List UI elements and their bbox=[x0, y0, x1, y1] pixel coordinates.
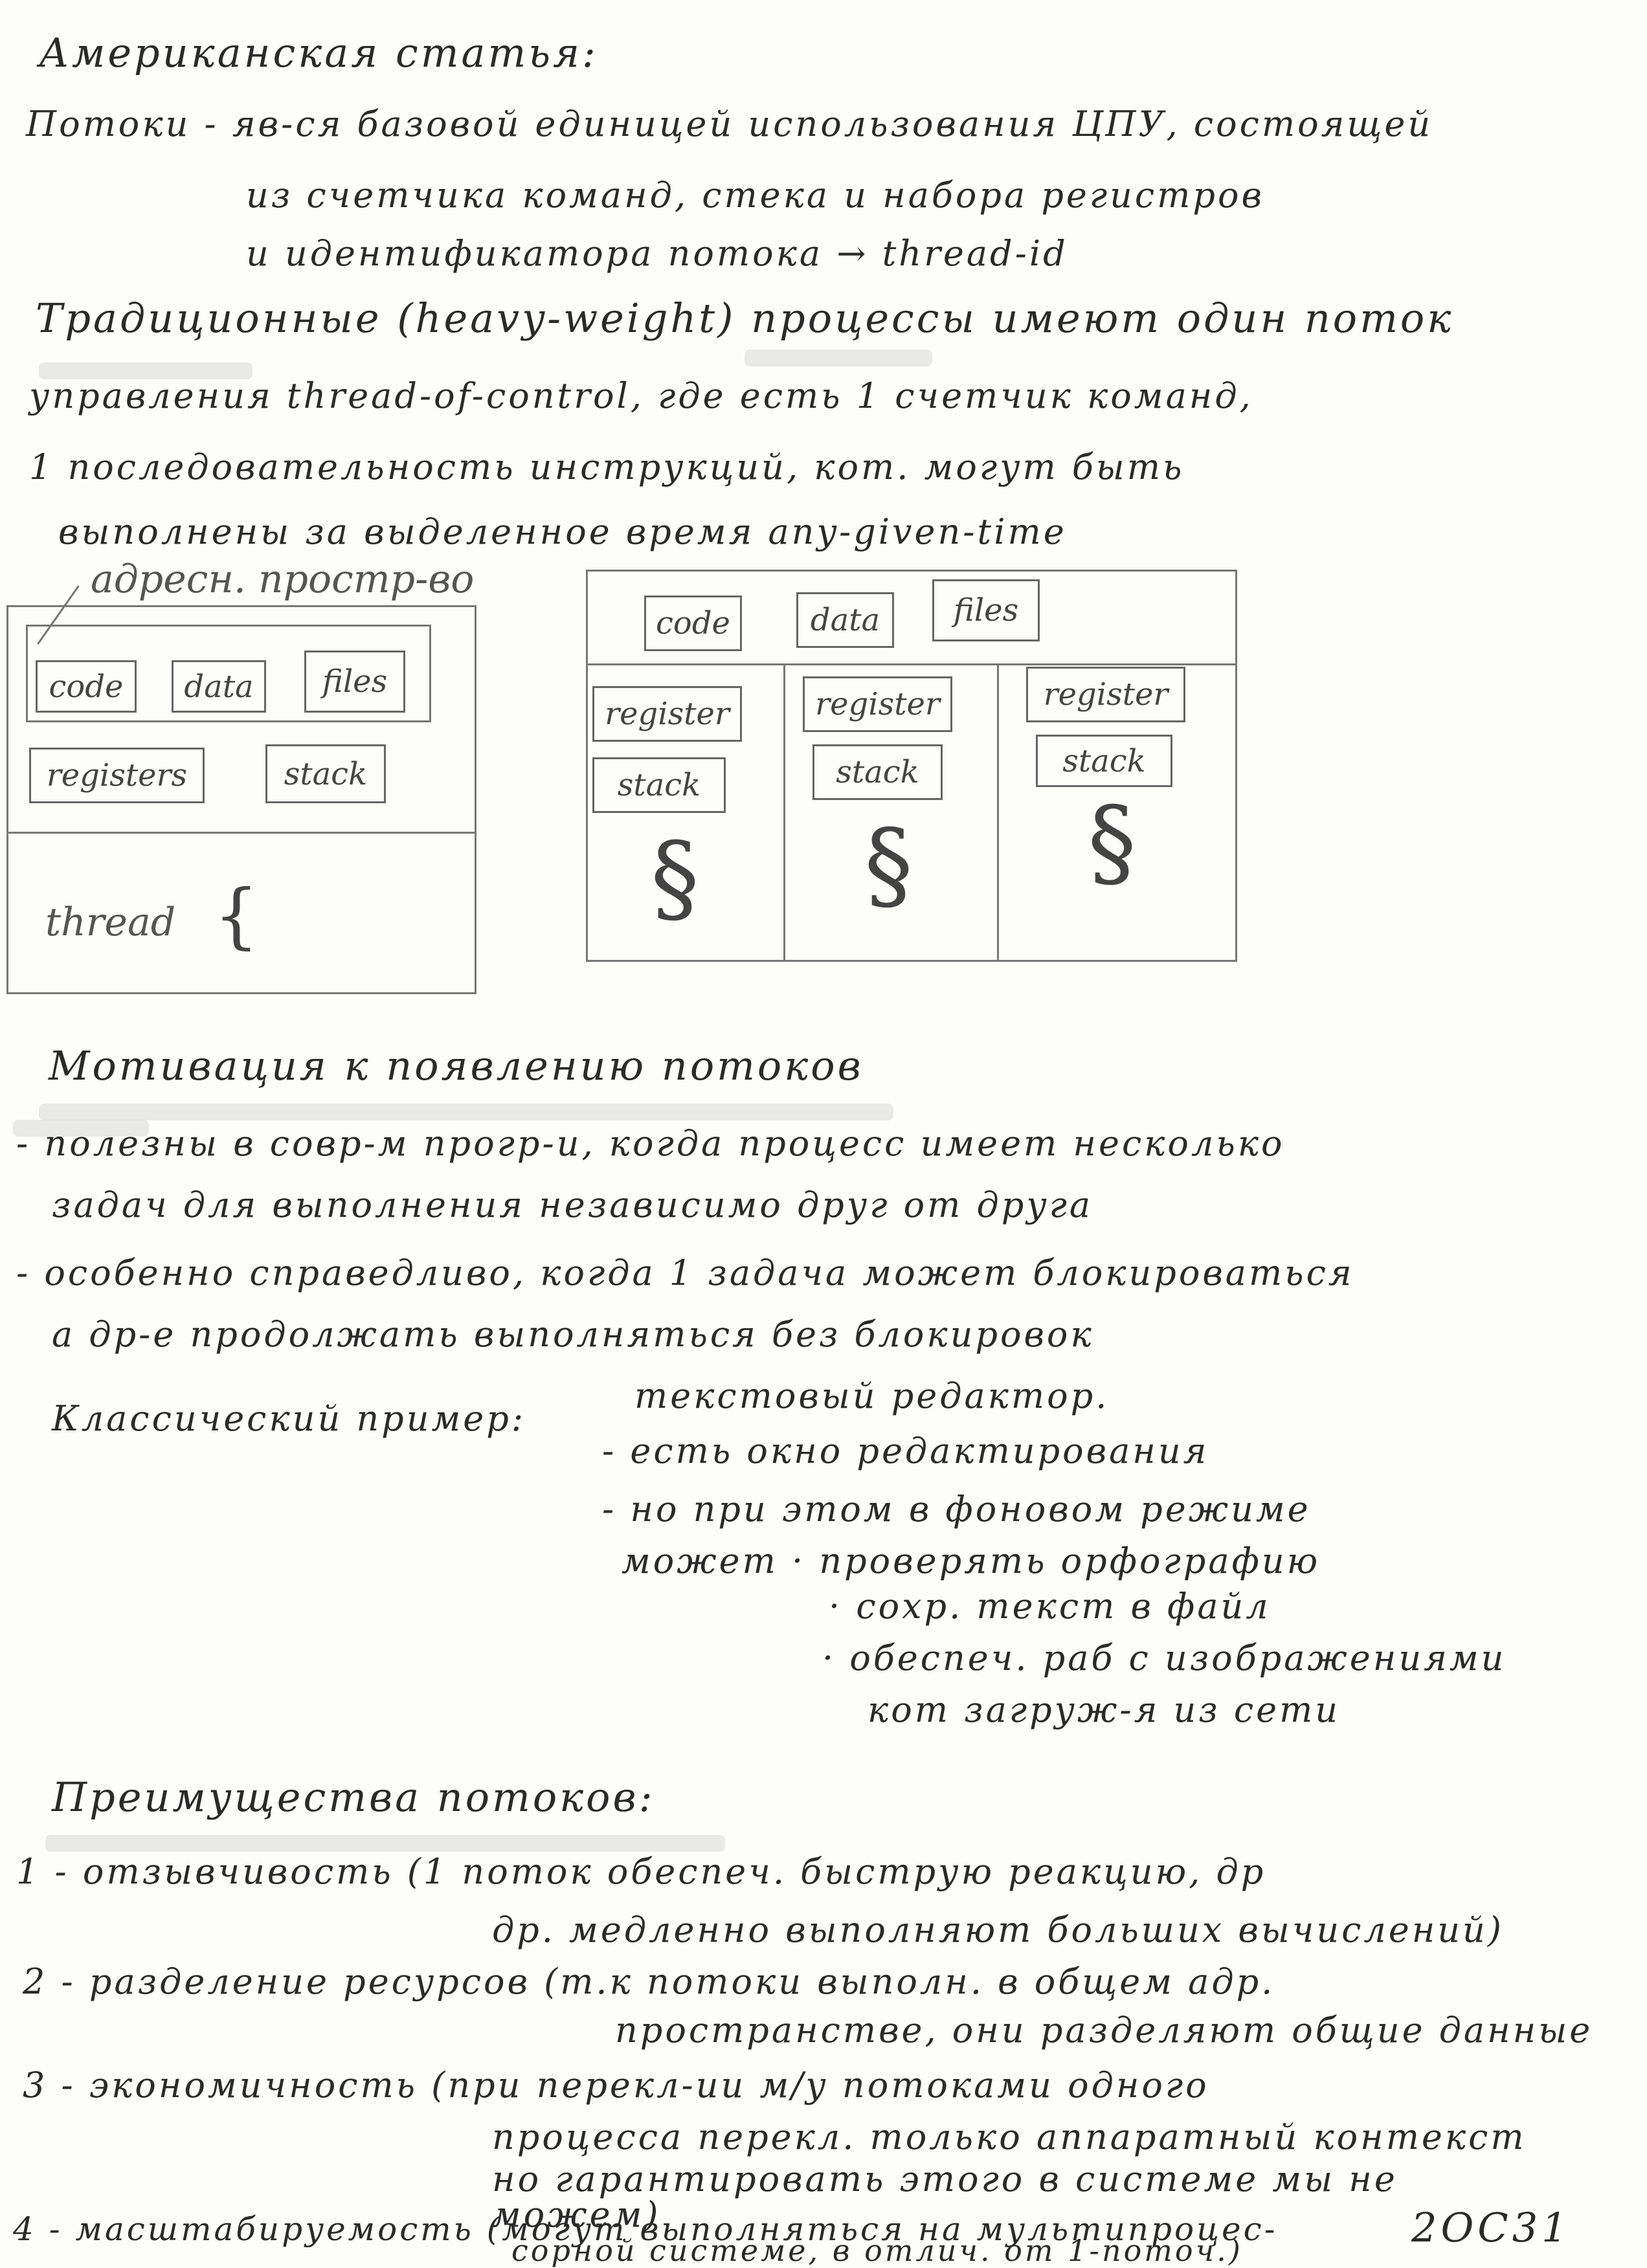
code-box: code bbox=[36, 660, 137, 713]
single-thread-process-diagram bbox=[6, 605, 476, 994]
thread-3-register-box: register bbox=[1026, 667, 1185, 722]
example-line-7: кот загруж-я из сети bbox=[868, 1689, 1341, 1730]
motivation-line-4: а др-е продолжать выполняться без блокир… bbox=[52, 1314, 1094, 1355]
motivation-line-1: - полезны в совр-м прогр-и, когда процес… bbox=[16, 1123, 1285, 1164]
advantage-2-cont: пространстве, они разделяют общие данные bbox=[615, 2010, 1593, 2051]
motivation-line-2: задач для выполнения независимо друг от … bbox=[52, 1184, 1093, 1225]
thread-3-stack-box: stack bbox=[1036, 735, 1172, 787]
traditional-line-4: выполнены за выделенное время any-given-… bbox=[58, 511, 1067, 552]
data-box: data bbox=[796, 592, 894, 648]
advantage-4-cont: сорной системе, в отлич. от 1-поточ.) bbox=[511, 2233, 1243, 2268]
advantage-3-cont-3: можем) bbox=[492, 2194, 661, 2235]
highlight-mark bbox=[39, 1104, 893, 1120]
example-line-1: текстовый редактор. bbox=[634, 1375, 1110, 1416]
advantage-3-cont-1: процесса перекл. только аппаратный конте… bbox=[492, 2117, 1527, 2157]
thread-2-register-box: register bbox=[803, 676, 952, 732]
highlight-mark bbox=[39, 362, 252, 379]
classic-example-label: Классический пример: bbox=[52, 1398, 526, 1439]
advantages-heading: Преимущества потоков: bbox=[52, 1773, 655, 1821]
thread-squiggle-icon: { bbox=[214, 874, 259, 957]
files-box: files bbox=[304, 650, 405, 713]
thread-1-stack-box: stack bbox=[592, 757, 726, 813]
page-number: 2ОС31 bbox=[1411, 2204, 1571, 2251]
motivation-line-3: - особенно справедливо, когда 1 задача м… bbox=[16, 1252, 1354, 1293]
traditional-line-3: 1 последовательность инструкций, кот. мо… bbox=[29, 447, 1185, 487]
advantage-1-cont: др. медленно выполняют больших вычислени… bbox=[492, 1909, 1504, 1950]
intro-line-1: Потоки - яв-ся базовой единицей использо… bbox=[26, 104, 1433, 144]
example-line-2: - есть окно редактирования bbox=[602, 1430, 1209, 1471]
thread-1-register-box: register bbox=[592, 686, 742, 742]
registers-box: registers bbox=[29, 748, 205, 803]
page-title: Американская статья: bbox=[39, 29, 598, 76]
intro-line-3: и идентификатора потока → thread-id bbox=[246, 233, 1068, 274]
data-box: data bbox=[172, 660, 266, 713]
thread-separator bbox=[997, 663, 999, 960]
advantage-3: 3 - экономичность (при перекл-ии м/у пот… bbox=[23, 2065, 1209, 2106]
divider bbox=[586, 663, 1235, 665]
example-line-5: · сохр. текст в файл bbox=[829, 1586, 1271, 1627]
shared-resources-frame bbox=[26, 625, 431, 722]
thread-1-squiggle-icon: § bbox=[651, 822, 699, 935]
example-line-3: - но при этом в фоновом режиме bbox=[602, 1489, 1311, 1529]
advantage-2: 2 - разделение ресурсов (т.к потоки выпо… bbox=[23, 1961, 1275, 2002]
multi-thread-process-diagram bbox=[586, 570, 1237, 962]
stack-box: stack bbox=[265, 744, 386, 803]
traditional-line-2: управления thread-of-control, где есть 1… bbox=[29, 375, 1253, 416]
code-box: code bbox=[644, 595, 742, 651]
divider bbox=[6, 832, 475, 834]
thread-3-squiggle-icon: § bbox=[1088, 786, 1136, 899]
advantage-1: 1 - отзывчивость (1 поток обеспеч. быстр… bbox=[16, 1851, 1266, 1892]
highlight-mark bbox=[745, 350, 932, 366]
intro-line-2: из счетчика команд, стека и набора регис… bbox=[246, 175, 1264, 216]
example-line-6: · обеспеч. раб с изображениями bbox=[822, 1638, 1507, 1678]
traditional-line-1: Традиционные (heavy-weight) процессы име… bbox=[36, 295, 1454, 342]
thread-2-stack-box: stack bbox=[812, 744, 943, 800]
example-line-4: может · проверять орфографию bbox=[622, 1540, 1321, 1581]
thread-2-squiggle-icon: § bbox=[864, 809, 913, 922]
advantage-4: 4 - масштабируемость (могут выполняться … bbox=[13, 2210, 1278, 2248]
files-box: files bbox=[932, 579, 1040, 641]
thread-separator bbox=[783, 663, 785, 960]
advantage-3-cont-2: но гарантировать этого в системе мы не bbox=[492, 2159, 1398, 2199]
motivation-heading: Мотивация к появлению потоков bbox=[49, 1042, 864, 1089]
highlight-mark bbox=[13, 1120, 149, 1137]
address-space-annotation: адресн. простр-во bbox=[91, 557, 475, 602]
thread-label: thread bbox=[45, 900, 176, 945]
highlight-mark bbox=[45, 1835, 725, 1852]
